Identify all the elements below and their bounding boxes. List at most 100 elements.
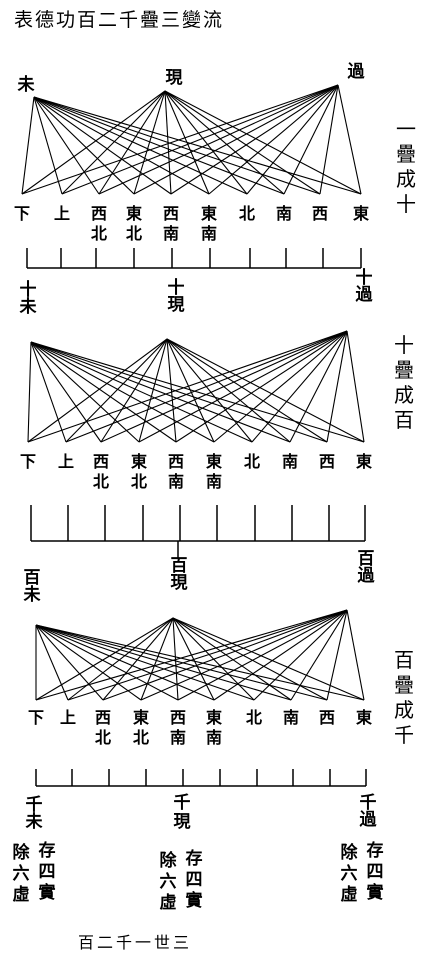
- direction-label: 東南: [206, 708, 222, 747]
- direction-label: 東南: [206, 452, 222, 491]
- connection-line: [35, 609, 348, 701]
- future-label: 百過: [358, 549, 376, 586]
- connection-line: [35, 617, 174, 701]
- direction-label: 南: [282, 452, 298, 471]
- direction-label: 下: [20, 452, 36, 471]
- present-label: 現: [166, 68, 183, 88]
- connection-line: [30, 341, 291, 443]
- direction-label: 西: [312, 204, 328, 223]
- connection-line: [164, 90, 248, 195]
- connection-line: [346, 330, 365, 443]
- direction-label: 南: [283, 708, 299, 727]
- direction-label: 東: [353, 204, 369, 223]
- direction-label: 東北: [126, 204, 142, 243]
- bottom-future-label: 千過: [360, 793, 378, 830]
- connection-line: [35, 624, 215, 701]
- connection-line: [21, 96, 35, 195]
- connection-line: [140, 609, 348, 701]
- connection-line: [253, 609, 348, 701]
- connection-line: [27, 338, 168, 443]
- connection-line: [35, 624, 365, 701]
- connection-line: [102, 609, 348, 701]
- section-1: 未現過下上西北東北西南東南北南西東一疊成十: [14, 62, 416, 269]
- connection-line: [208, 84, 339, 195]
- connection-line: [30, 341, 102, 443]
- connection-line: [35, 624, 69, 701]
- direction-label: 西南: [163, 204, 179, 243]
- connection-line: [30, 341, 253, 443]
- connection-line: [30, 341, 215, 443]
- bottom-note-past-right: 存四實: [39, 840, 56, 903]
- past-label: 十未: [19, 279, 37, 317]
- direction-label: 南: [276, 204, 292, 223]
- direction-label: 東北: [131, 452, 147, 491]
- direction-label: 西北: [93, 452, 109, 491]
- direction-label: 西南: [168, 452, 184, 491]
- direction-label: 下: [28, 708, 44, 727]
- side-label: 百疊成千: [394, 648, 414, 747]
- connection-line: [61, 84, 339, 195]
- connection-line: [172, 617, 328, 701]
- connection-lines: [35, 609, 365, 701]
- connection-line: [166, 338, 328, 443]
- direction-label: 西南: [170, 708, 186, 747]
- direction-label: 西: [319, 708, 335, 727]
- future-label: 過: [348, 62, 366, 82]
- connection-line: [172, 617, 292, 701]
- connection-line: [326, 609, 348, 701]
- direction-labels: 下上西北東北西南東南北南西東: [14, 204, 369, 243]
- connection-line: [177, 609, 348, 701]
- direction-labels: 下上西北東北西南東南北南西東: [28, 708, 372, 747]
- connection-line: [337, 84, 362, 195]
- connection-line: [290, 609, 348, 701]
- direction-label: 西北: [91, 204, 107, 243]
- connection-line: [100, 330, 348, 443]
- connection-line: [33, 96, 210, 195]
- ruler: [26, 248, 362, 269]
- connection-line: [283, 84, 339, 195]
- connection-line: [140, 617, 174, 701]
- direction-label: 東: [356, 452, 372, 471]
- connection-line: [164, 90, 321, 195]
- connection-line: [138, 330, 348, 443]
- connection-line: [33, 96, 100, 195]
- bottom-present-label: 千現: [174, 793, 191, 832]
- connection-line: [102, 617, 174, 701]
- connection-line: [65, 330, 348, 443]
- connection-line: [30, 341, 67, 443]
- connection-line: [21, 90, 166, 195]
- connection-line: [166, 338, 177, 443]
- side-label: 一疊成十: [396, 117, 416, 216]
- bottom-note-present-left: 除六虛: [160, 850, 178, 913]
- connection-line: [164, 90, 172, 195]
- connection-line: [319, 84, 339, 195]
- bottom-note-past-left: 除六虛: [13, 842, 31, 905]
- connection-line: [33, 96, 172, 195]
- direction-label: 上: [58, 452, 74, 471]
- connection-line: [35, 624, 292, 701]
- direction-label: 東: [356, 708, 372, 727]
- connection-line: [30, 341, 177, 443]
- direction-label: 上: [54, 204, 70, 223]
- connection-line: [35, 624, 179, 701]
- footer-caption: 百二千一世三: [78, 933, 192, 952]
- bottom-past-label: 千未: [25, 795, 43, 832]
- direction-labels: 下上西北東北西南東南北南西東: [20, 452, 372, 491]
- connection-line: [346, 609, 365, 701]
- connection-line: [21, 84, 339, 195]
- direction-label: 上: [60, 708, 76, 727]
- connection-line: [246, 84, 339, 195]
- direction-label: 下: [14, 204, 30, 223]
- connection-lines: [21, 84, 362, 195]
- section-2: 十未十現十過下上西北東北西南東南北南西東十疊成百: [19, 267, 414, 559]
- connection-line: [30, 341, 328, 443]
- connection-line: [164, 90, 362, 195]
- bottom-note-future-left: 除六虛: [341, 842, 359, 905]
- connection-line: [213, 609, 348, 701]
- connection-line: [30, 341, 140, 443]
- connection-line: [30, 341, 365, 443]
- connection-line: [33, 96, 248, 195]
- connection-line: [251, 330, 348, 443]
